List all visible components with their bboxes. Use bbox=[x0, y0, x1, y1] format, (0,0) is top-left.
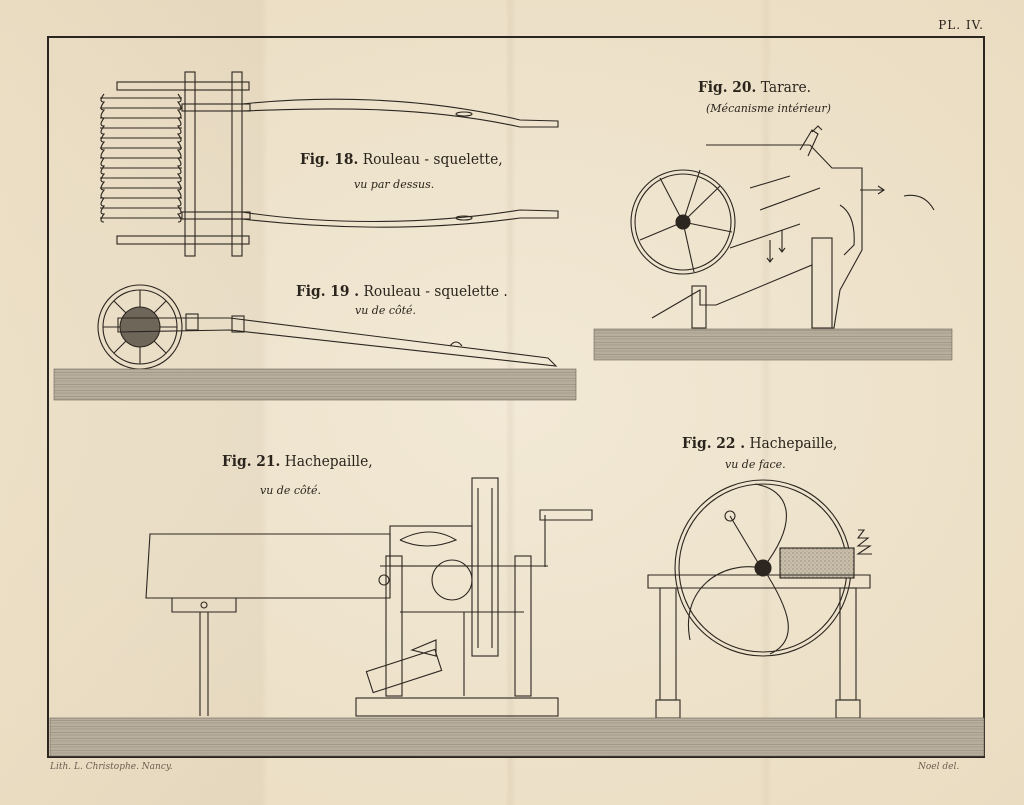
fig22-caption: Fig. 22 . Hachepaille, bbox=[682, 434, 837, 452]
fig19-caption: Fig. 19 . Rouleau - squelette . bbox=[296, 282, 508, 300]
fig21-drawing bbox=[145, 477, 593, 717]
fig19-ground bbox=[53, 368, 577, 401]
fig20-title: Tarare. bbox=[760, 78, 812, 96]
fig20-label: Fig. 20. bbox=[698, 78, 757, 96]
fig20-subtitle: (Mécanisme intérieur) bbox=[706, 102, 831, 115]
fig20-ground bbox=[593, 328, 953, 361]
fig18-label: Fig. 18. bbox=[300, 150, 359, 168]
fig20-caption: Fig. 20. Tarare. bbox=[698, 78, 811, 96]
fig21-label: Fig. 21. bbox=[222, 452, 281, 470]
fig18-title: Rouleau - squelette, bbox=[362, 150, 503, 168]
fig21-title: Hachepaille, bbox=[284, 452, 373, 470]
fig18-caption: Fig. 18. Rouleau - squelette, bbox=[300, 150, 503, 168]
fig22-label: Fig. 22 . bbox=[682, 434, 746, 452]
lithographer-credit: Lith. L. Christophe. Nancy. bbox=[50, 762, 173, 772]
fig22-title: Hachepaille, bbox=[749, 434, 838, 452]
fig22-subtitle: vu de face. bbox=[725, 458, 786, 471]
plate-number: PL. IV. bbox=[938, 18, 984, 32]
fig21-caption: Fig. 21. Hachepaille, bbox=[222, 452, 373, 470]
fig18-drawing bbox=[100, 71, 559, 257]
fig19-subtitle: vu de côté. bbox=[355, 304, 417, 317]
roller-discs bbox=[100, 93, 182, 223]
fig21-subtitle: vu de côté. bbox=[260, 484, 322, 497]
fig18-subtitle: vu par dessus. bbox=[354, 178, 435, 191]
bottom-ground bbox=[49, 717, 985, 757]
fig19-title: Rouleau - squelette . bbox=[363, 282, 508, 300]
fig22-drawing bbox=[647, 479, 872, 719]
draftsman-credit: Noel del. bbox=[918, 762, 960, 772]
fig20-drawing bbox=[630, 125, 935, 329]
plate-frame bbox=[47, 36, 985, 758]
fig19-label: Fig. 19 . bbox=[296, 282, 360, 300]
fig19-drawing bbox=[97, 284, 558, 370]
